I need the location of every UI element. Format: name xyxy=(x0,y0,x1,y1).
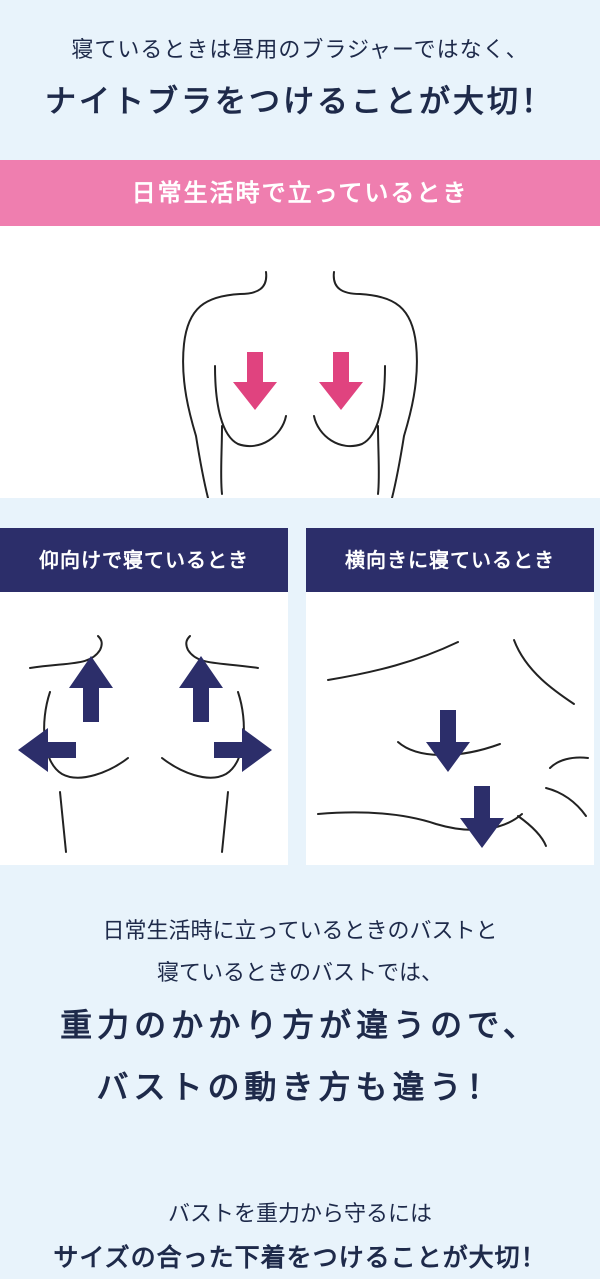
panel-lying-back: 仰向けで寝ているとき xyxy=(0,528,288,865)
explanation-emphasis-2: バストの動き方も違う！ xyxy=(96,1068,504,1106)
intro-subtitle: 寝ているときは昼用のブラジャーではなく、 xyxy=(71,38,529,63)
protection-line: バストを重力から守るには xyxy=(167,1202,432,1227)
panel-lying-side: 横向きに寝ているとき xyxy=(306,528,594,865)
lying-back-illustration xyxy=(18,635,272,853)
explanation-emphasis-1: 重力のかかり方が違うので、 xyxy=(60,1006,540,1044)
lying-side-illustration xyxy=(317,639,589,848)
panel-standing: 日常生活時で立っているとき xyxy=(0,160,600,498)
explanation-line-2: 寝ているときのバストでは、 xyxy=(156,961,443,986)
panel-lying-back-label: 仰向けで寝ているとき xyxy=(0,528,288,592)
arrow-icon xyxy=(18,656,272,772)
down-arrow-icon xyxy=(233,352,363,410)
explanation-line-1: 日常生活時に立っているときのバストと xyxy=(102,919,498,944)
protection-headline: サイズの合った下着をつけることが大切！ xyxy=(53,1243,547,1272)
standing-illustration xyxy=(182,271,418,498)
down-arrow-icon xyxy=(426,710,504,848)
panel-standing-label: 日常生活時で立っているとき xyxy=(0,160,600,226)
intro-headline: ナイトブラをつけることが大切！ xyxy=(45,84,555,120)
panel-lying-side-label: 横向きに寝ているとき xyxy=(306,528,594,592)
